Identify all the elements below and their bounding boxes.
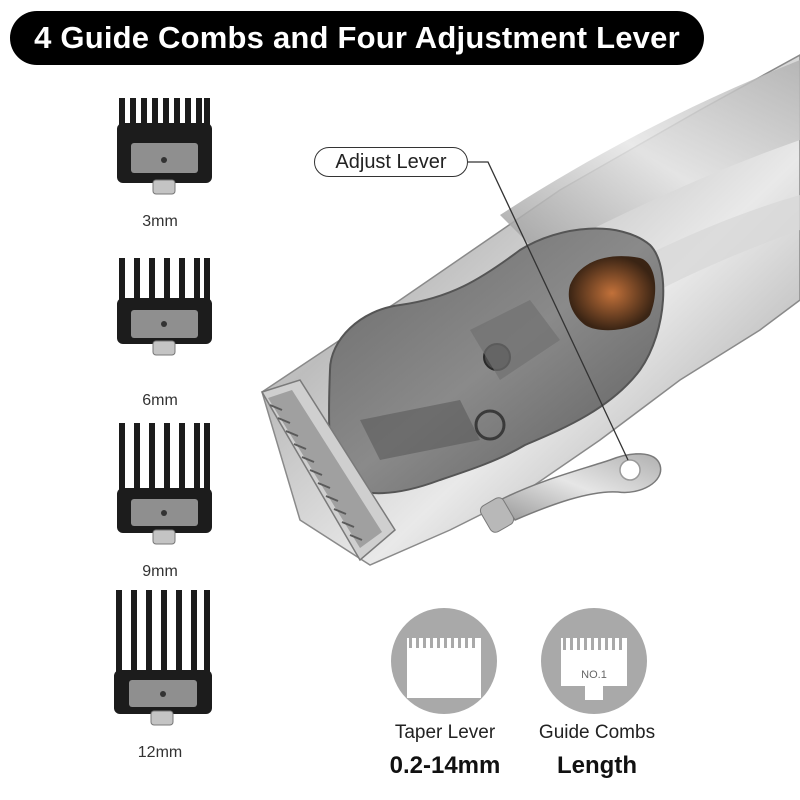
feature-label: Taper Lever bbox=[394, 722, 496, 743]
guide-comb-3mm bbox=[117, 98, 212, 195]
title-banner: 4 Guide Combs and Four Adjustment Lever bbox=[10, 11, 704, 65]
comb-label-12mm: 12mm bbox=[137, 744, 183, 761]
guide-comb-6mm bbox=[117, 258, 212, 356]
guide-comb-9mm bbox=[117, 423, 212, 545]
feature-label: Guide Combs bbox=[538, 722, 656, 743]
feature-value: 0.2-14mm bbox=[389, 752, 501, 779]
taper-blade-icon bbox=[391, 608, 497, 714]
callout-label: Adjust Lever bbox=[335, 150, 447, 173]
adjust-lever-callout: Adjust Lever bbox=[314, 147, 468, 177]
feature-value: Length bbox=[557, 752, 637, 779]
page-title: 4 Guide Combs and Four Adjustment Lever bbox=[34, 20, 680, 55]
feature-taper-lever: Taper Lever 0.2-14mm bbox=[390, 722, 501, 780]
comb-label-9mm: 9mm bbox=[142, 563, 178, 580]
comb-label-3mm: 3mm bbox=[142, 213, 178, 230]
comb-label-6mm: 6mm bbox=[142, 392, 178, 409]
guide-comb-icon: NO.1 bbox=[541, 608, 647, 714]
comb-badge-text: NO.1 bbox=[581, 669, 607, 681]
guide-comb-12mm bbox=[114, 590, 212, 726]
feature-guide-combs: Guide Combs Length bbox=[539, 722, 655, 780]
